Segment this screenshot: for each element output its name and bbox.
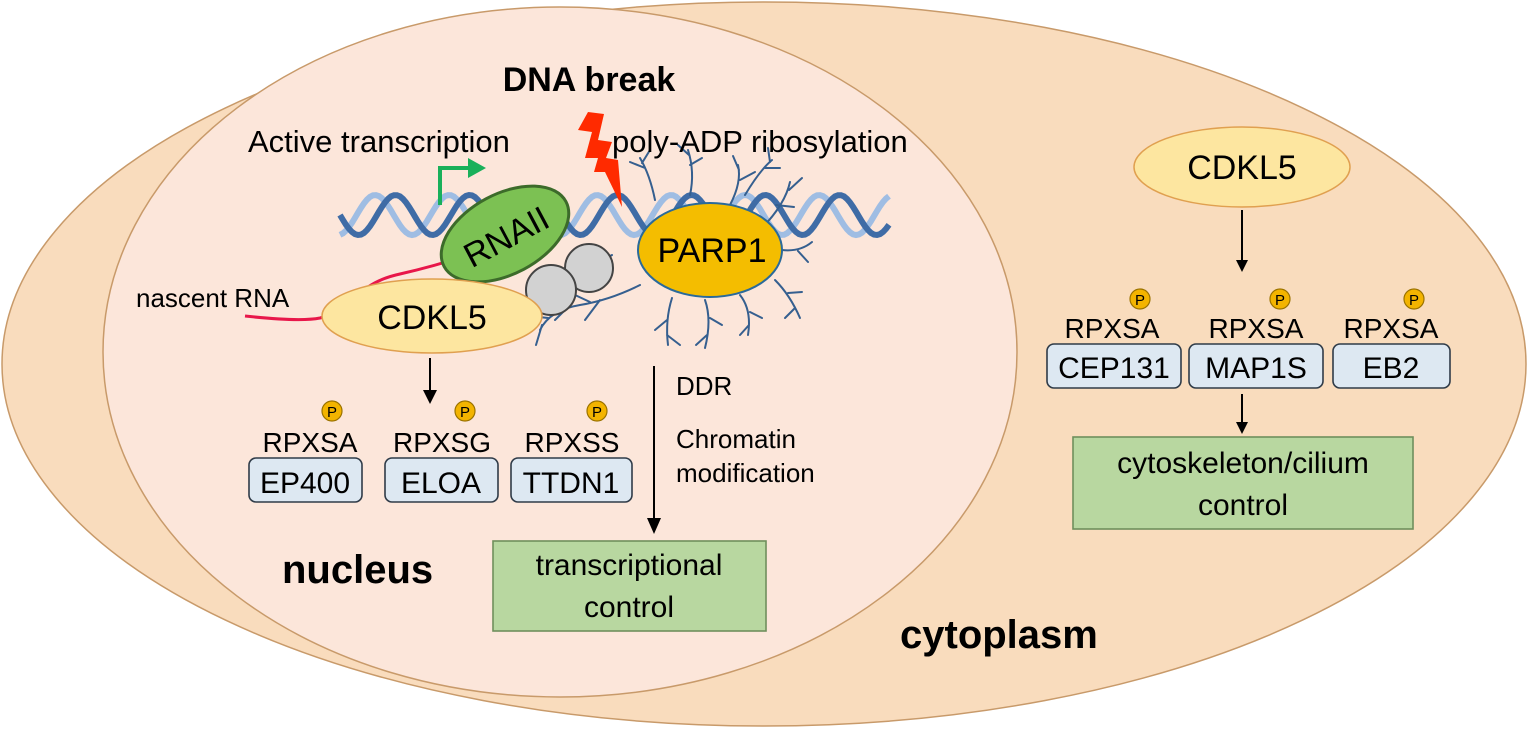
motif-label: RPXSA: [1344, 313, 1439, 344]
motif-label: RPXSA: [1065, 313, 1160, 344]
protein-box: [248, 457, 363, 503]
nascent-rna-label: nascent RNA: [136, 283, 290, 313]
phospho-badge-icon: [586, 400, 608, 422]
phospho-badge-icon: [1129, 288, 1151, 310]
poly-adp-ribosylation-label: poly-ADP ribosylation: [612, 124, 908, 159]
protein-box: [1332, 343, 1451, 389]
dna-break-label: DNA break: [503, 61, 676, 99]
protein-label: MAP1S: [1205, 352, 1307, 385]
transcriptional-control-box: [492, 540, 767, 632]
transcription-start-arrow-icon: [438, 158, 486, 205]
protein-label: CEP131: [1058, 352, 1170, 385]
motif-label: RPXSA: [1209, 313, 1304, 344]
poly-adp-ribose-branches: [529, 144, 813, 349]
phospho-badge-label: P: [592, 404, 602, 421]
protein-label: TTDN1: [523, 467, 620, 500]
cdkl5-cytoplasm-label: CDKL5: [1187, 149, 1297, 187]
protein-box: [1188, 343, 1324, 389]
active-transcription-label: Active transcription: [248, 124, 510, 159]
nucleosome-circle: [564, 243, 614, 293]
target-ep400: P RPXSA EP400: [248, 400, 363, 503]
dna-helix: [337, 191, 892, 239]
nuclear-targets: P RPXSA EP400 P RPXSG ELOA P RPXSS TTDN1: [248, 400, 633, 503]
parp1-to-transcription-arrow: [647, 366, 661, 534]
target-ttdn1: P RPXSS TTDN1: [510, 400, 633, 503]
transcriptional-control-line2: control: [584, 591, 674, 624]
target-eb2: P RPXSA EB2: [1332, 288, 1451, 389]
phospho-badge-label: P: [1135, 292, 1145, 309]
phospho-badge-icon: [1269, 288, 1291, 310]
target-map1s: P RPXSA MAP1S: [1188, 288, 1324, 389]
phospho-badge-label: P: [327, 404, 337, 421]
phospho-badge-label: P: [460, 404, 470, 421]
protein-box: [510, 457, 633, 503]
motif-label: RPXSS: [525, 427, 620, 458]
cdkl5-to-cyto-targets-arrow: [1236, 210, 1248, 272]
motif-label: RPXSA: [263, 427, 358, 458]
motif-label: RPXSG: [393, 427, 491, 458]
parp1-ellipse: [637, 202, 783, 298]
phospho-badge-icon: [1403, 288, 1425, 310]
phospho-badge-label: P: [1409, 292, 1419, 309]
protein-label: EP400: [260, 467, 350, 500]
cytoplasmic-targets: P RPXSA CEP131 P RPXSA MAP1S P RPXSA EB2: [1046, 288, 1451, 389]
cdkl5-cytoplasm-ellipse: [1133, 126, 1351, 208]
cytoskeleton-control-line1: cytoskeleton/cilium: [1117, 447, 1369, 480]
parp1-label: PARP1: [658, 232, 767, 270]
cdkl5-to-nuclear-targets-arrow: [423, 358, 437, 404]
cdkl5-nucleus-ellipse: [321, 278, 543, 354]
protein-label: EB2: [1363, 352, 1420, 385]
nucleus-label: nucleus: [282, 548, 433, 592]
phospho-badge-label: P: [1275, 292, 1285, 309]
protein-box: [1046, 343, 1182, 389]
target-cep131: P RPXSA CEP131: [1046, 288, 1182, 389]
cytoskeleton-control-box: [1072, 436, 1414, 530]
phospho-badge-icon: [454, 400, 476, 422]
protein-label: ELOA: [401, 467, 481, 500]
phospho-badge-icon: [321, 400, 343, 422]
protein-box: [384, 457, 499, 503]
cytoskeleton-control-line2: control: [1198, 489, 1288, 522]
cdkl5-nucleus-label: CDKL5: [377, 299, 487, 337]
target-eloa: P RPXSG ELOA: [384, 400, 499, 503]
rnaii-ellipse: [439, 184, 571, 284]
dna-break-lightning-icon: [578, 112, 622, 207]
map1s-to-cyto-control-arrow: [1236, 394, 1248, 434]
ddr-label: DDR: [676, 371, 732, 401]
chromatin-label-line1: Chromatin: [676, 424, 796, 454]
nucleosome-circle: [525, 264, 577, 316]
chromatin-label-line2: modification: [676, 458, 815, 488]
cytoplasm-label: cytoplasm: [900, 613, 1098, 657]
nucleus-region: [102, 6, 1018, 698]
transcriptional-control-line1: transcriptional: [536, 549, 723, 582]
